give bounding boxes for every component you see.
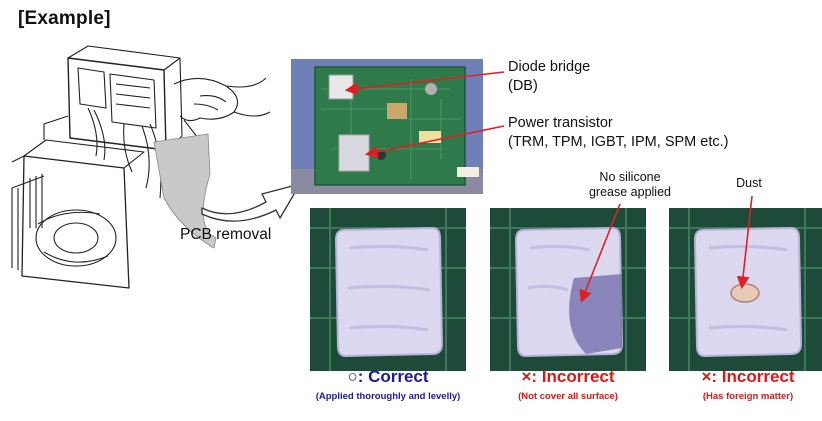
verdict-correct: ○: Correct	[347, 367, 429, 386]
dust-note: Dust	[736, 176, 762, 190]
detail-incorrect-2: (Has foreign matter)	[702, 391, 794, 402]
pcb-photo	[291, 59, 483, 194]
diode-bridge-abbrev: (DB)	[508, 78, 538, 94]
diode-bridge-label: Diode bridge	[508, 59, 591, 75]
photo-incorrect-dust	[669, 208, 822, 371]
page-title: [Example]	[18, 8, 111, 29]
outdoor-unit-sketch	[11, 45, 271, 289]
no-grease-note-line1: No silicone	[599, 170, 661, 184]
no-grease-note-line2: grease applied	[588, 185, 671, 199]
photo-correct	[310, 208, 466, 371]
verdict-incorrect-2: ×: Incorrect	[701, 367, 795, 386]
detail-incorrect-1: (Not cover all surface)	[518, 391, 618, 402]
power-transistor-types: (TRM, TPM, IGBT, IPM, SPM etc.)	[508, 134, 729, 150]
power-transistor-label: Power transistor	[508, 115, 613, 131]
detail-correct: (Applied thoroughly and levelly)	[315, 391, 461, 402]
photo-incorrect-no-grease	[490, 208, 646, 371]
pcb-removal-label: PCB removal	[180, 226, 272, 243]
verdict-incorrect-1: ×: Incorrect	[521, 367, 615, 386]
removal-arrow-icon	[201, 183, 301, 222]
